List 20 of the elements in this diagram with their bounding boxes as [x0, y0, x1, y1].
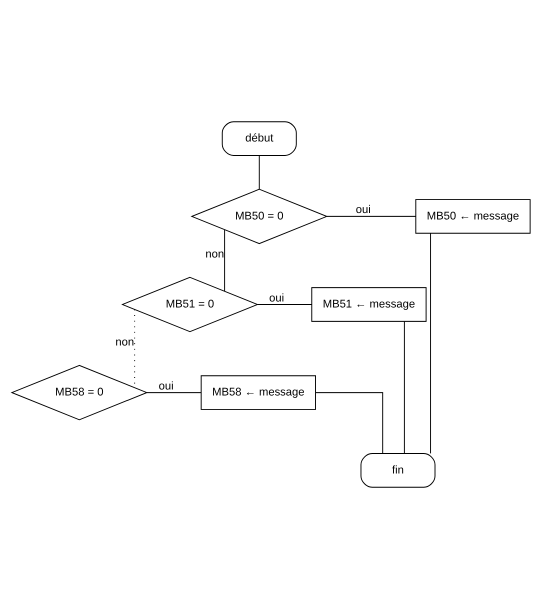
- node-box: MB50 ← message: [415, 198, 531, 234]
- node-box: MB51 ← message: [311, 286, 427, 322]
- edge-label: oui: [158, 380, 174, 392]
- connector: [315, 392, 384, 454]
- connector: [224, 228, 226, 292]
- node-box: fin: [360, 452, 436, 488]
- connector: [146, 392, 202, 393]
- node-box: début: [222, 120, 297, 156]
- edge-label: oui: [356, 204, 371, 216]
- edge-label: non: [205, 248, 224, 260]
- node-diamond: MB58 = 0: [10, 364, 148, 420]
- node-diamond: MB51 = 0: [121, 276, 259, 332]
- connector: [430, 232, 432, 454]
- node-box: MB58 ← message: [200, 374, 316, 410]
- connector: [258, 154, 260, 190]
- connector: [326, 215, 416, 216]
- edge-label: non: [115, 336, 134, 348]
- node-diamond: MB50 = 0: [190, 188, 328, 244]
- connector: [404, 320, 405, 454]
- edge-label: oui: [269, 292, 284, 304]
